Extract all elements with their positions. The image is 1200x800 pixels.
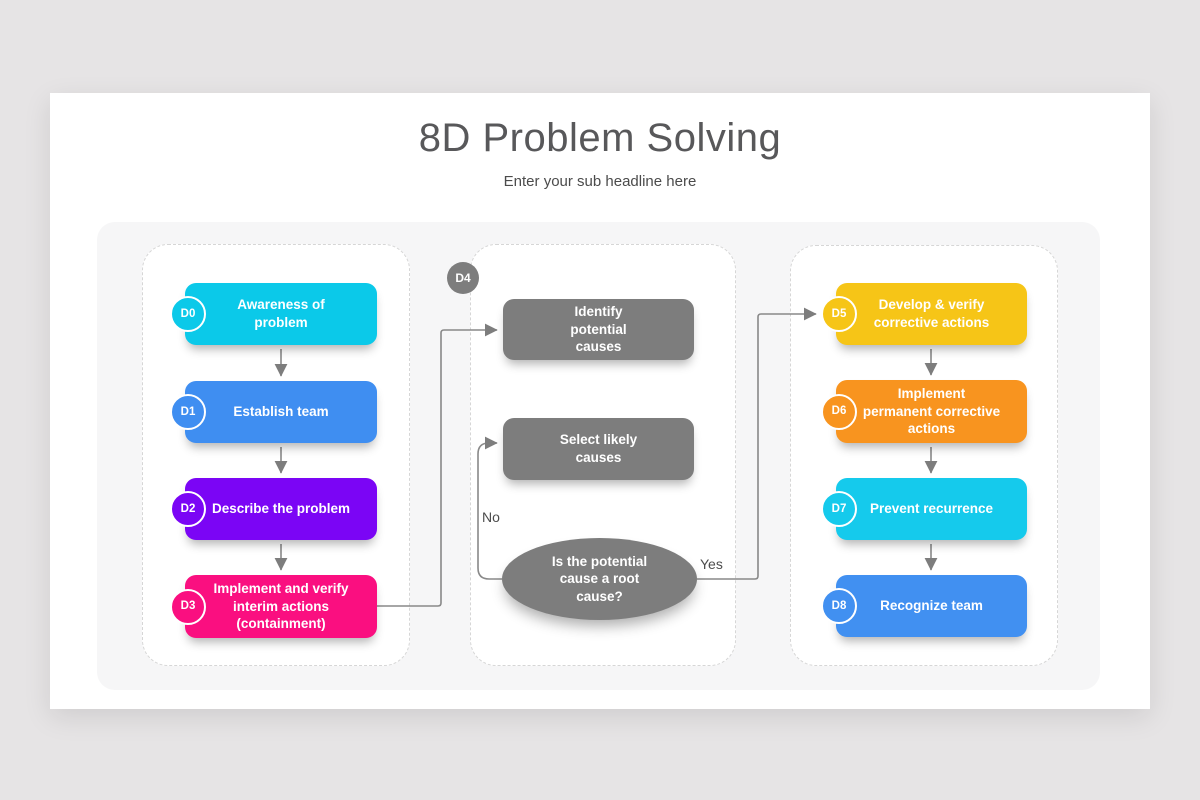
decision-label: Is the potential cause a root cause? <box>551 553 648 604</box>
edge-label-yes: Yes <box>700 556 723 572</box>
step-label-d5: Develop & verify corrective actions <box>873 297 990 330</box>
step-box-d7: D7 Prevent recurrence <box>821 478 1027 540</box>
page-title: 8D Problem Solving <box>418 116 782 160</box>
box-label-select: Select likely causes <box>559 432 638 465</box>
box-identify-potential-causes: Identify potential causes <box>503 299 694 360</box>
step-label-d6: Implement permanent corrective actions <box>862 386 1001 437</box>
step-box-d8: D8 Recognize team <box>821 575 1027 637</box>
box-label-identify: Identify potential causes <box>570 304 627 355</box>
phase-badge-d4: D4 <box>447 262 479 294</box>
step-box-d2: D2 Describe the problem <box>170 478 377 540</box>
step-badge-d6: D6 <box>821 393 857 430</box>
step-label-d3: Implement and verify interim actions (co… <box>213 581 349 632</box>
step-label-d7: Prevent recurrence <box>869 501 994 517</box>
step-label-d0: Awareness of problem <box>237 297 325 330</box>
step-box-d1: D1 Establish team <box>170 381 377 443</box>
step-box-d6: D6 Implement permanent corrective action… <box>821 380 1027 443</box>
step-box-d0: D0 Awareness of problem <box>170 283 377 345</box>
step-badge-d2: D2 <box>170 491 206 527</box>
step-badge-d0: D0 <box>170 296 206 332</box>
step-badge-d3: D3 <box>170 588 206 625</box>
step-badge-d5: D5 <box>821 296 857 332</box>
step-label-d1: Establish team <box>233 404 329 420</box>
step-box-d3: D3 Implement and verify interim actions … <box>170 575 377 638</box>
page-subtitle: Enter your sub headline here <box>503 173 697 190</box>
decision-root-cause-ellipse: Is the potential cause a root cause? <box>502 538 697 620</box>
edge-label-no: No <box>482 509 500 525</box>
step-badge-d7: D7 <box>821 491 857 527</box>
step-badge-d1: D1 <box>170 394 206 430</box>
step-label-d8: Recognize team <box>880 598 983 614</box>
box-select-likely-causes: Select likely causes <box>503 418 694 480</box>
step-box-d5: D5 Develop & verify corrective actions <box>821 283 1027 345</box>
step-label-d2: Describe the problem <box>211 501 351 517</box>
step-badge-d8: D8 <box>821 588 857 624</box>
